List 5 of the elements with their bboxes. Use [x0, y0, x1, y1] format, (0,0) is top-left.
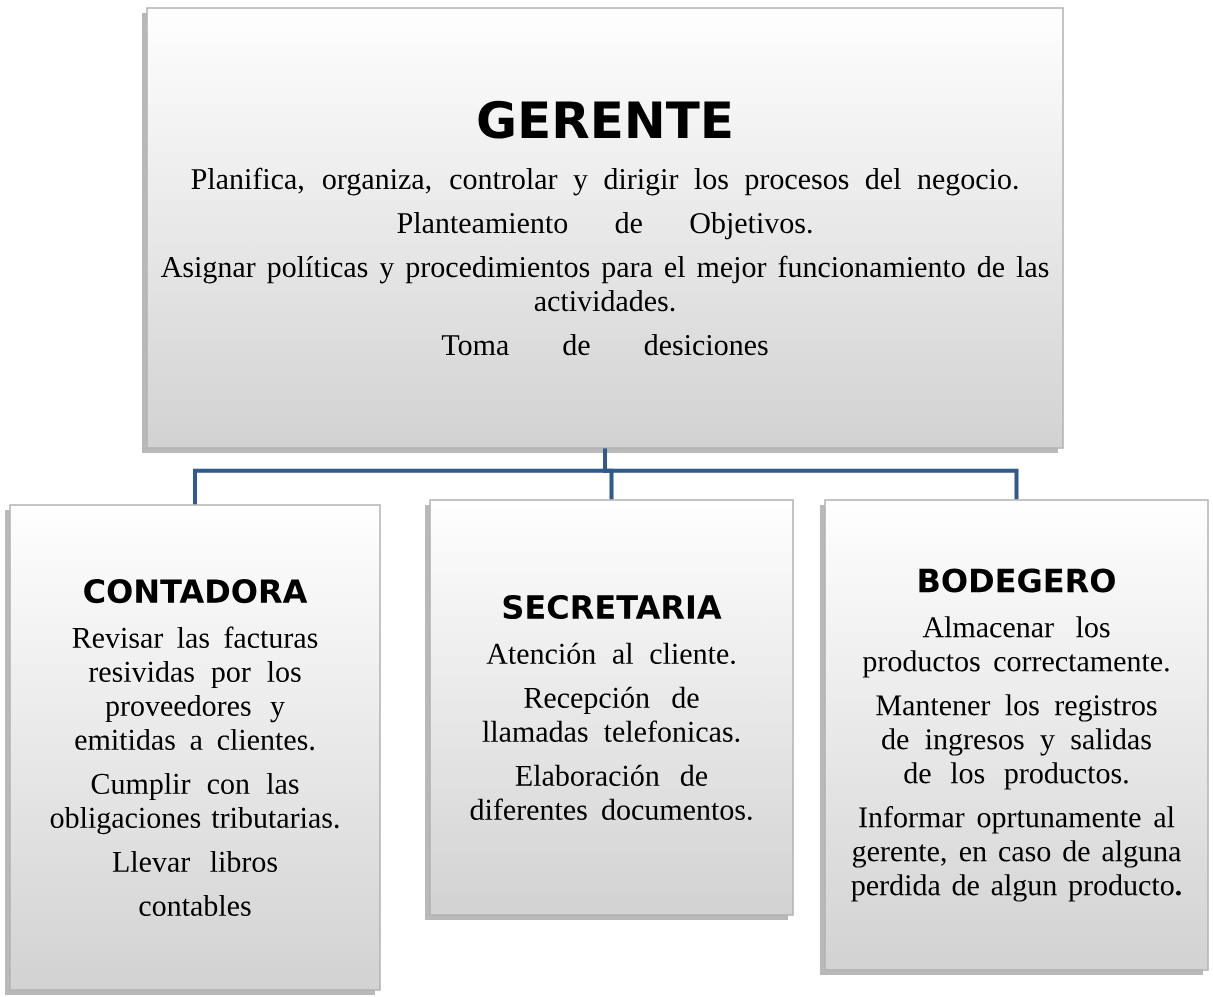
org-box: SECRETARIA Atención al cliente. Recepción de llamadas telefonicas. Elaboración de diferentes documentos. [425, 499, 794, 920]
org-box: CONTADORA Revisar las facturas resividas por los proveedores y emitidas a clientes. Cumplir con las obligaciones tributarias. Llevar libros contables [5, 504, 381, 995]
connector-line [603, 448, 1019, 500]
org-box: GERENTE Planifica, organiza, controlar y dirigir los procesos del negocio. Planteamiento de Objetivos. Asignar políticas y procedimientos para el mejor funcionamiento de las actividades. Toma de desiciones [142, 7, 1064, 453]
org-box: BODEGERO Almacenar los productos correctamente. Mantener los registros de ingresos y salidas de los productos. Informar oprtunamente al gerente, en caso de alguna perdida de algun producto. [820, 499, 1209, 975]
